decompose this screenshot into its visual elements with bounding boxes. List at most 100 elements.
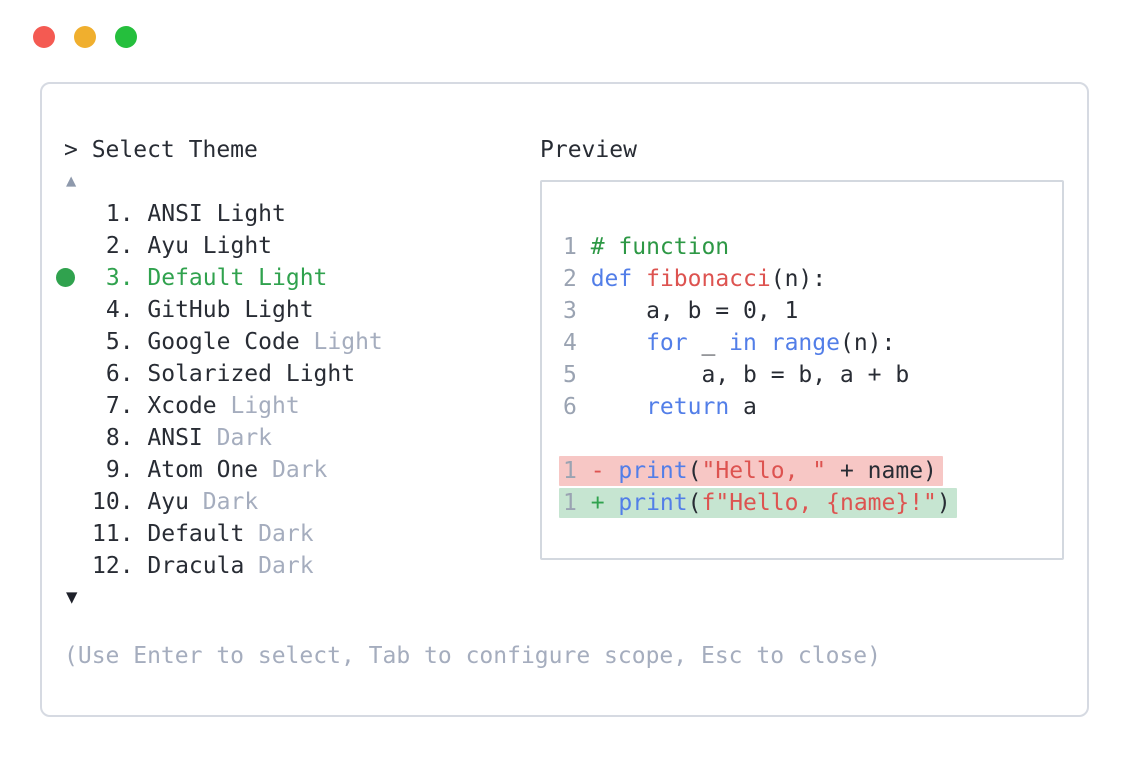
theme-number: 11. <box>92 521 134 547</box>
scroll-down-icon[interactable]: ▼ <box>66 586 78 608</box>
theme-number: 6. <box>92 361 134 387</box>
code-line: 1# function <box>563 231 1062 263</box>
theme-list-item[interactable]: 7. Xcode Light <box>64 390 540 422</box>
blank-line <box>563 423 1062 455</box>
theme-list-item[interactable]: 2. Ayu Light <box>64 230 540 262</box>
line-number: 5 <box>563 362 577 388</box>
theme-list-item[interactable]: 12. Dracula Dark <box>64 550 540 582</box>
close-button[interactable] <box>33 26 55 48</box>
code-token-keyword: print <box>618 490 688 516</box>
line-number: 2 <box>563 266 577 292</box>
code-token-plain: ( <box>687 458 702 484</box>
code-token-string: "Hello, " <box>701 458 827 484</box>
theme-variant: Dark <box>258 553 314 579</box>
code-token-keyword: range <box>770 330 840 356</box>
selected-indicator <box>64 294 92 326</box>
diff-highlight-removed: 1 - print("Hello, " + name) <box>559 456 943 486</box>
code-line: 6 return a <box>563 391 1062 423</box>
theme-variant: Light <box>230 393 300 419</box>
theme-number: 5. <box>92 329 134 355</box>
code-token-keyword: print <box>618 458 688 484</box>
preview-title: Preview <box>540 137 637 163</box>
theme-number: 7. <box>92 393 134 419</box>
theme-variant: Light <box>202 233 273 259</box>
theme-list-item[interactable]: 10. Ayu Dark <box>64 486 540 518</box>
diff-line-removed: 1 - print("Hello, " + name) <box>559 455 1062 487</box>
code-token-plain: + name) <box>826 458 937 484</box>
theme-variant: Light <box>244 297 314 323</box>
theme-variant: Light <box>313 329 383 355</box>
theme-name: GitHub <box>133 297 245 323</box>
theme-number: 3. <box>92 265 134 291</box>
code-line: 3 a, b = 0, 1 <box>563 295 1062 327</box>
window-controls <box>33 26 137 48</box>
selected-indicator <box>64 230 92 262</box>
line-number: 1 <box>563 234 577 260</box>
line-number: 1 <box>563 458 577 484</box>
theme-variant: Dark <box>216 425 273 451</box>
code-token-removed-sign: - <box>576 458 619 484</box>
keyboard-hint: (Use Enter to select, Tab to configure s… <box>64 643 881 669</box>
code-token-added-sign: + <box>576 490 619 516</box>
code-token-plain: a <box>729 394 757 420</box>
theme-name: Google Code <box>133 329 314 355</box>
theme-name: ANSI <box>133 201 217 227</box>
selected-indicator <box>64 486 92 518</box>
line-number: 3 <box>563 298 577 324</box>
code-token-plain <box>757 330 771 356</box>
theme-number: 8. <box>92 425 134 451</box>
code-line: 4 for _ in range(n): <box>563 327 1062 359</box>
code-token-function: fibonacci <box>646 266 771 292</box>
selected-indicator <box>64 518 92 550</box>
selected-dot-icon <box>56 268 75 287</box>
theme-variant: Light <box>258 265 328 291</box>
theme-name: Default <box>133 265 259 291</box>
selected-indicator <box>64 422 92 454</box>
code-line: 5 a, b = b, a + b <box>563 359 1062 391</box>
theme-name: ANSI <box>133 425 217 451</box>
theme-number: 10. <box>92 489 134 515</box>
zoom-button[interactable] <box>115 26 137 48</box>
code-token-keyword: for <box>646 330 688 356</box>
theme-variant: Light <box>216 201 286 227</box>
line-number: 4 <box>563 330 577 356</box>
theme-number: 2. <box>92 233 134 259</box>
theme-list-item[interactable]: 9. Atom One Dark <box>64 454 540 486</box>
theme-number: 12. <box>92 553 134 579</box>
selected-indicator <box>56 262 92 294</box>
code-token-plain <box>632 266 646 292</box>
code-token-plain: ( <box>687 490 702 516</box>
theme-list-item[interactable]: 3. Default Light <box>56 262 540 294</box>
line-number: 6 <box>563 394 577 420</box>
code-token-keyword: def <box>590 266 633 292</box>
diff-line-added: 1 + print(f"Hello, {name}!") <box>559 487 1062 519</box>
theme-list-item[interactable]: 4. GitHub Light <box>64 294 540 326</box>
code-token-plain: a, b = b, a + b <box>590 362 910 388</box>
theme-variant: Dark <box>258 521 314 547</box>
selected-indicator <box>64 198 92 230</box>
line-number: 1 <box>563 490 577 516</box>
theme-list-item[interactable]: 11. Default Dark <box>64 518 540 550</box>
theme-name: Ayu <box>133 489 203 515</box>
code-token-plain: _ <box>687 330 730 356</box>
diff-highlight-added: 1 + print(f"Hello, {name}!") <box>559 488 957 518</box>
minimize-button[interactable] <box>74 26 96 48</box>
select-theme-prompt: > Select Theme <box>64 137 258 163</box>
theme-list-item[interactable]: 6. Solarized Light <box>64 358 540 390</box>
theme-picker-panel: > Select Theme ▲ 1. ANSI Light 2. Ayu Li… <box>40 82 1089 717</box>
selected-indicator <box>64 326 92 358</box>
code-token-plain <box>591 330 646 356</box>
code-token-plain: ) <box>936 490 951 516</box>
theme-list-column: > Select Theme ▲ 1. ANSI Light 2. Ayu Li… <box>56 134 881 669</box>
selected-indicator <box>64 550 92 582</box>
theme-list-item[interactable]: 8. ANSI Dark <box>64 422 540 454</box>
code-token-plain: a, b = 0, 1 <box>590 298 799 324</box>
theme-list-item[interactable]: 1. ANSI Light <box>64 198 540 230</box>
theme-name: Ayu <box>133 233 203 259</box>
scroll-up-icon[interactable]: ▲ <box>66 171 77 191</box>
theme-list-item[interactable]: 5. Google Code Light <box>64 326 540 358</box>
theme-name: Solarized <box>133 361 286 387</box>
theme-number: 1. <box>92 201 134 227</box>
